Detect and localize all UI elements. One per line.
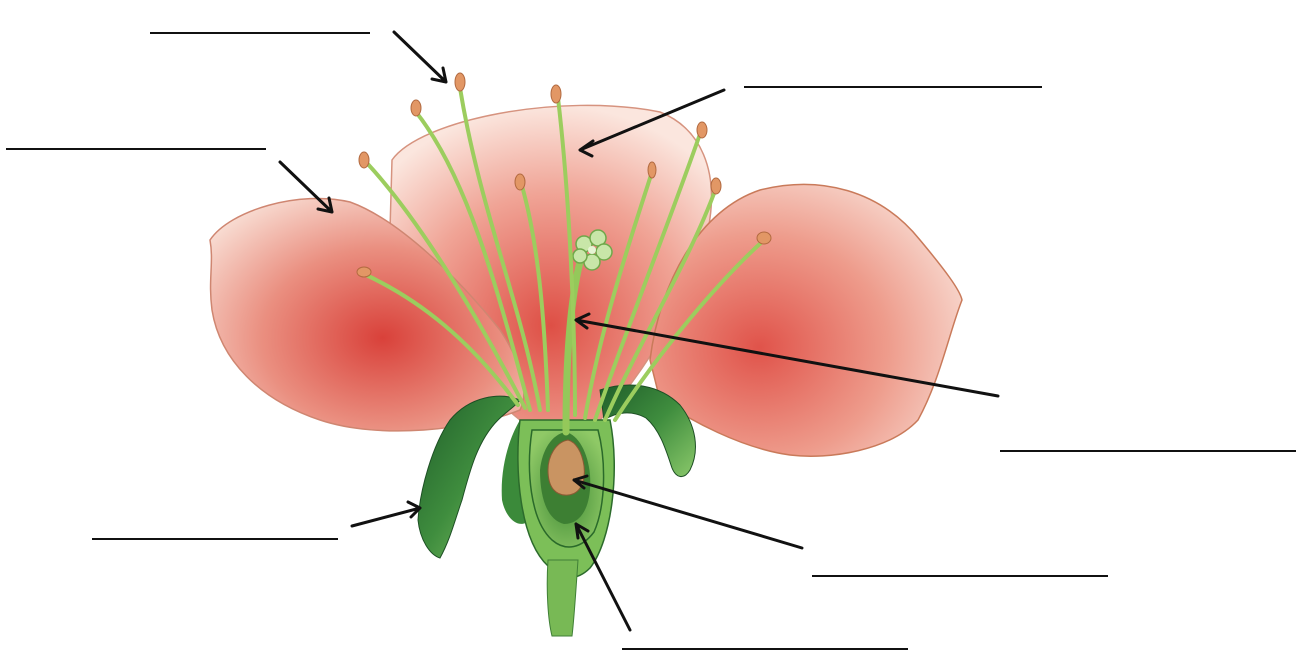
arrow-bottom-left: [352, 502, 420, 526]
label-blank-left[interactable]: [6, 148, 266, 150]
label-blank-bottom-left[interactable]: [92, 538, 338, 540]
label-blank-top-right[interactable]: [744, 86, 1042, 88]
label-blank-top-left[interactable]: [150, 32, 370, 34]
label-blank-bottom[interactable]: [622, 648, 908, 650]
label-blank-right[interactable]: [1000, 450, 1296, 452]
arrow-top-left: [394, 32, 446, 82]
label-blank-bottom-right[interactable]: [812, 575, 1108, 577]
stem: [547, 560, 578, 636]
